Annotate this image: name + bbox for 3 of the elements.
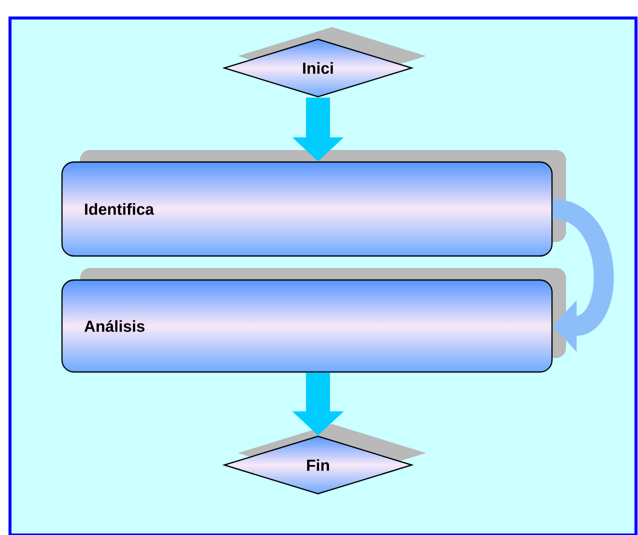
process-box: Identifica bbox=[61, 161, 553, 257]
block-arrow bbox=[551, 199, 614, 352]
process-box: Análisis bbox=[61, 279, 553, 373]
